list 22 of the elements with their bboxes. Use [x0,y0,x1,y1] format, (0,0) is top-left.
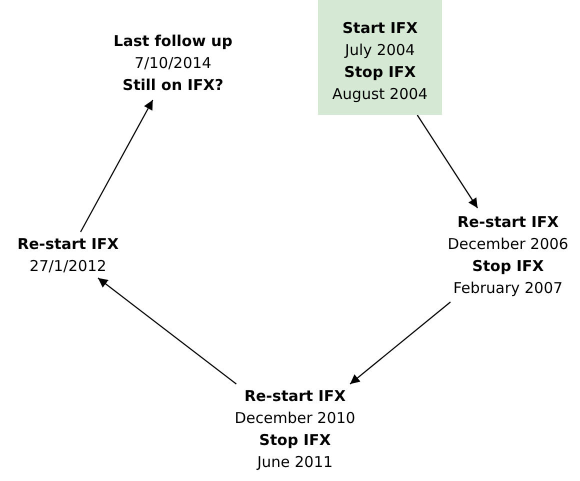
event-heading: Still on IFX? [122,75,224,96]
event-heading: Re-start IFX [17,234,119,255]
arrow [98,278,237,384]
event-date: July 2004 [345,40,415,60]
arrow [80,100,154,232]
event-heading: Last follow up [114,31,232,52]
event-date: 27/1/2012 [30,256,106,277]
event-heading: Stop IFX [472,256,544,277]
event-date: December 2006 [448,234,568,255]
event-date: December 2010 [234,408,356,429]
event-heading: Stop IFX [344,62,416,82]
event-date: February 2007 [453,278,563,299]
arrow [350,302,451,384]
event-date: 7/10/2014 [134,53,212,74]
event-date: June 2011 [257,452,333,473]
event-heading: Stop IFX [259,430,331,451]
event-heading: Re-start IFX [244,386,346,407]
event-box [318,0,442,115]
event-heading: Re-start IFX [457,212,559,233]
event-heading: Start IFX [342,18,418,38]
event-date: August 2004 [332,84,428,104]
arrow [416,114,478,208]
